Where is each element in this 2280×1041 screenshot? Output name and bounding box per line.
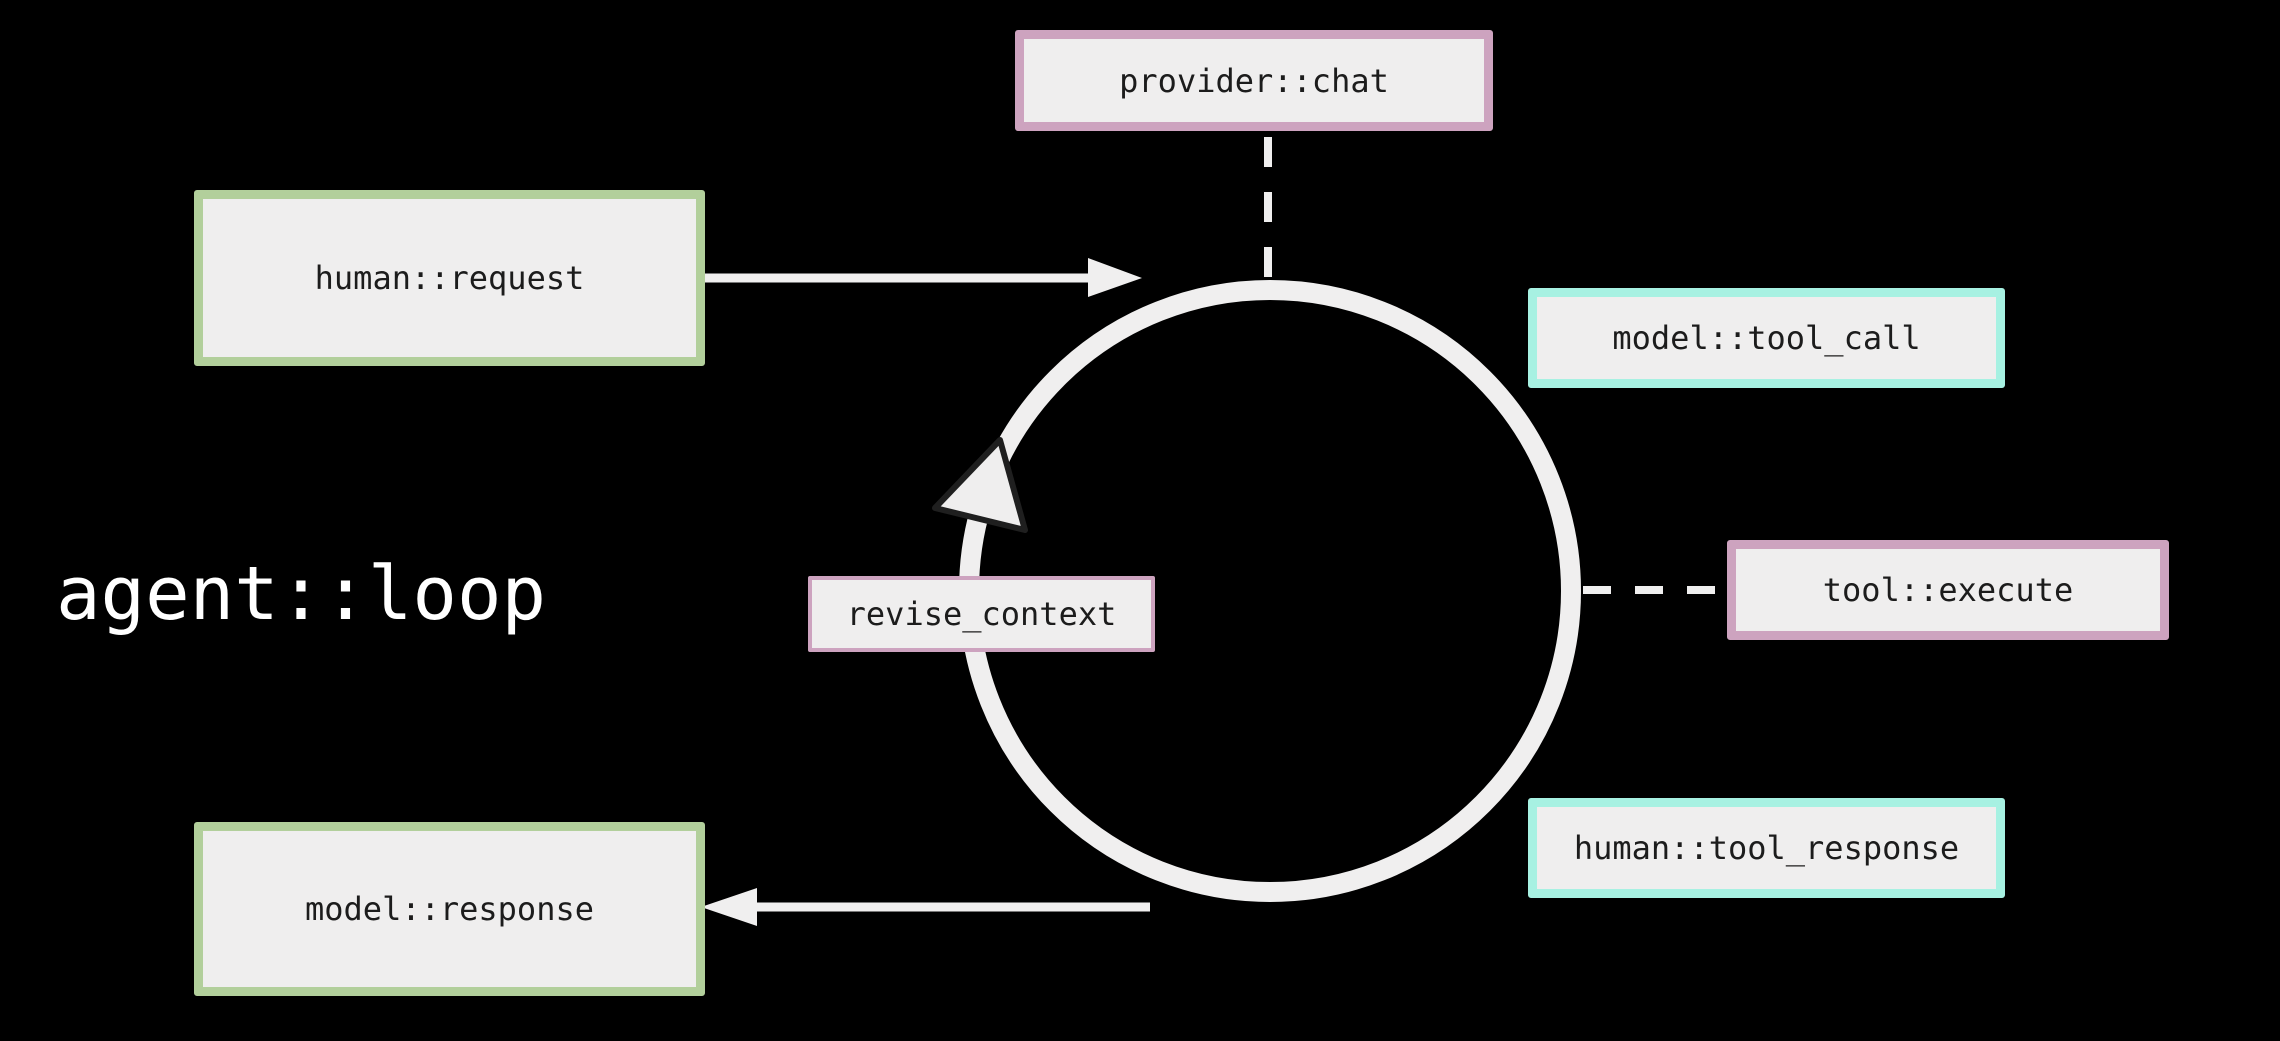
node-revise-context-label: revise_context — [846, 595, 1117, 633]
node-human-tool-response: human::tool_response — [1528, 798, 2005, 898]
loop-direction-arrowhead-icon — [932, 437, 1028, 533]
node-model-tool-call: model::tool_call — [1528, 288, 2005, 388]
node-provider-chat: provider::chat — [1015, 30, 1493, 131]
node-revise-context: revise_context — [808, 576, 1155, 652]
node-provider-chat-label: provider::chat — [1119, 61, 1389, 100]
human-request-arrow — [705, 258, 1142, 297]
node-human-request-label: human::request — [314, 259, 585, 297]
diagram-title: agent::loop — [56, 551, 547, 637]
model-response-arrow — [701, 888, 1150, 926]
node-model-response-label: model::response — [305, 890, 594, 928]
node-tool-execute-label: tool::execute — [1822, 571, 2074, 609]
model-response-arrowhead-icon — [701, 888, 757, 926]
node-human-tool-response-label: human::tool_response — [1573, 829, 1960, 867]
node-human-request: human::request — [194, 190, 705, 366]
node-model-tool-call-label: model::tool_call — [1612, 319, 1921, 357]
node-tool-execute: tool::execute — [1727, 540, 2169, 640]
human-request-arrowhead-icon — [1088, 258, 1142, 297]
node-model-response: model::response — [194, 822, 705, 996]
